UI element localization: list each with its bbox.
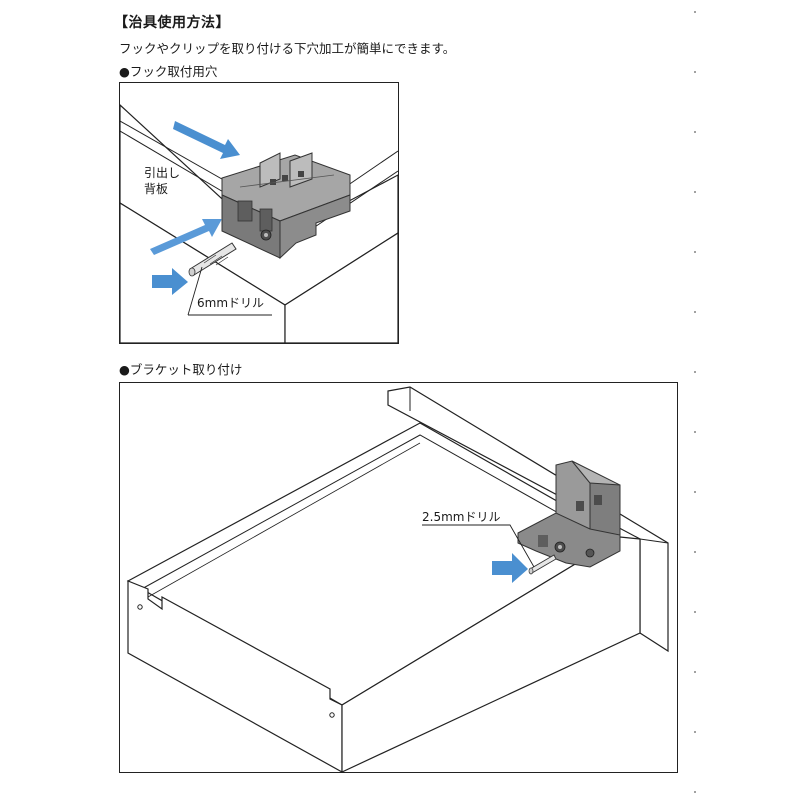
drill-bit-2-5mm (528, 554, 557, 575)
drill-jig (221, 152, 351, 260)
page-description: フックやクリップを取り付ける下穴加工が簡単にできます。 (119, 41, 456, 56)
arrow-icon (150, 219, 222, 255)
drill-bit-6mm (188, 242, 237, 277)
back-board-side-face (284, 232, 398, 343)
section-bracket-label: ●ブラケット取り付け (119, 362, 243, 377)
arrow-icon (152, 268, 188, 295)
screw-hole (329, 712, 335, 718)
drill-leader-line (187, 266, 203, 316)
drawer-side-panel (127, 580, 343, 772)
board-callout: 引出し 背板 (144, 165, 180, 197)
drawer-front-face (341, 536, 641, 772)
drill-6mm-callout: 6mmドリル (197, 296, 265, 310)
board-callout-line2: 背板 (144, 182, 169, 196)
bracket-illustration: 2.5mmドリル (119, 382, 678, 773)
section-hook-hole-label: ●フック取付用穴 (119, 64, 218, 79)
drill-leader-line (422, 524, 535, 568)
page-heading: 【治具使用方法】 (114, 15, 230, 31)
arrow-icon (173, 121, 240, 159)
screw-hole (137, 604, 143, 610)
hook-hole-drawing (120, 104, 398, 343)
bracket-jig (517, 460, 621, 568)
back-board-front-face (120, 202, 286, 343)
page-edge-ticks (694, 11, 696, 793)
arrow-icon (492, 553, 528, 583)
board-callout-line1: 引出し (144, 166, 181, 180)
hook-hole-illustration: 引出し 背板 6mmドリル (119, 82, 399, 344)
bracket-drawing (126, 386, 669, 772)
drill-2-5mm-callout: 2.5mmドリル (422, 510, 501, 524)
